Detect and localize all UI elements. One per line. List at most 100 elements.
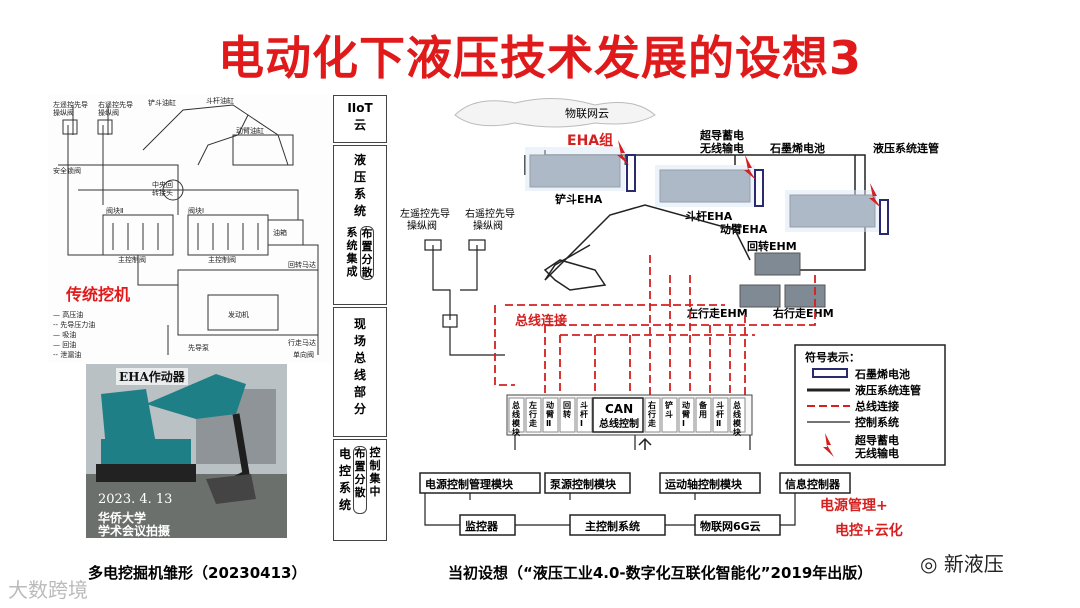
monitor-module: 监控器 [465, 519, 499, 533]
site-bus-box: 现 场 总 线 部 分 [333, 307, 387, 437]
legend-battery-swatch [812, 368, 848, 378]
can-channel-cell [559, 397, 576, 433]
up-arrow-icon [638, 437, 652, 450]
can-channel-char: 线 [512, 409, 520, 419]
info-controller: 信息控制器 [785, 477, 841, 491]
right-pilot-valve-label-1: 右遥控先导 [465, 207, 515, 220]
cab-outline [232, 134, 294, 166]
svg-text:-- 泄漏油: -- 泄漏油 [53, 350, 81, 359]
svg-text:— 吸油: — 吸油 [53, 330, 76, 339]
photo-date: 2023. 4. 13 [98, 492, 173, 507]
can-channel-char: 动 [682, 400, 690, 410]
can-channel-char: Ⅱ [546, 419, 551, 428]
caption-left: 多电挖掘机雏形（20230413） [88, 564, 307, 582]
iot-cloud-shape [454, 98, 656, 128]
can-channel-cell [695, 397, 712, 433]
svg-text:发动机: 发动机 [228, 310, 249, 319]
hydraulic-pipe-label: 液压系统连管 [873, 141, 939, 155]
traditional-excavator-label: 传统挖机 [65, 285, 130, 304]
svg-text:阀块Ⅱ: 阀块Ⅱ [106, 206, 123, 215]
site-bus-label: 现 场 总 线 部 分 [353, 317, 366, 416]
can-bus-label-top: CAN [605, 402, 633, 416]
can-bus-controller [592, 397, 644, 433]
legend-wireless-1: 超导蓄电 [854, 433, 899, 447]
caption-right: 当初设想（“液压工业4.0-数字化互联化智能化”2019年出版） [448, 564, 873, 582]
can-channel-char: 总 [733, 400, 741, 410]
can-channel-char: 杆 [716, 409, 724, 419]
concept-diagram-svg: 物联网云 [400, 98, 946, 539]
bus-connection-label: 总线连接 [515, 313, 567, 329]
can-channel-char: 总 [512, 400, 520, 410]
iiot-label: IIoT 云 [347, 101, 373, 132]
superconduct-label-bottom: 无线输电 [699, 141, 744, 155]
can-channel-char: 块 [733, 427, 742, 437]
photo-credit-line2: 学术会议拍摄 [98, 524, 171, 538]
excavator-boom-sketch [544, 204, 751, 281]
electrified-excavator-diagram: 物联网云 [395, 95, 965, 545]
graphene-battery-1 [626, 154, 636, 192]
brand-logo: ◎ 新液压 [920, 548, 1004, 577]
electric-cloud-note: 电控+云化 [835, 522, 903, 539]
can-channel-char: 走 [647, 418, 657, 428]
can-channel-cell [508, 397, 525, 433]
svg-text:操纵阀: 操纵阀 [98, 108, 119, 117]
system-layer-column: IIoT 云 液 压 系 统 系统集成 布置分散 现 场 总 线 部 分 电 控… [333, 95, 387, 543]
can-channel-char: 线 [733, 409, 741, 419]
wireless-power-icon-1 [617, 140, 629, 165]
graphene-battery-2 [754, 169, 764, 207]
engine-block [207, 294, 279, 331]
iot-cloud-label: 物联网云 [565, 106, 609, 120]
svg-text:操纵阀: 操纵阀 [53, 108, 74, 117]
can-channel-char: Ⅱ [716, 419, 721, 428]
hydraulic-system-label: 液 压 系 统 [353, 153, 366, 218]
graphene-battery-3 [879, 199, 889, 235]
pump-frame [177, 269, 319, 336]
svg-text:回转马达: 回转马达 [288, 260, 316, 269]
can-channel-cell [678, 397, 695, 433]
photo-credit-line1: 华侨大学 [98, 511, 147, 525]
boom-eha-label: 动臂EHA [720, 222, 768, 236]
electric-control-label: 电 控 系 统 [338, 447, 351, 512]
electric-control-box: 电 控 系 统 布置分散 控制集中 [333, 439, 387, 541]
svg-text:— 高压油: — 高压油 [53, 310, 83, 319]
can-channel-char: 用 [698, 410, 707, 419]
oil-tank [267, 219, 304, 246]
wechat-icon: ◎ [920, 552, 938, 576]
can-channel-char: Ⅰ [682, 419, 685, 428]
svg-text:先导泵: 先导泵 [188, 343, 209, 352]
can-channel-char: 斗 [665, 410, 673, 419]
svg-text:-- 先导压力油: -- 先导压力油 [53, 320, 95, 329]
can-bus-label-bottom: 总线控制 [599, 417, 639, 430]
can-channel-cell [712, 397, 729, 433]
can-channel-cell [576, 397, 593, 433]
can-channel-char: 斗 [716, 401, 724, 410]
svg-text:单向阀: 单向阀 [293, 350, 314, 359]
slide-title: 电动化下液压技术发展的设想3 [217, 31, 862, 85]
eha-actuator-tag: EHA作动器 [116, 368, 188, 385]
distributed-layout-label-2: 布置分散 [353, 446, 367, 514]
wireless-power-icon-2 [744, 155, 756, 180]
can-channel-char: 杆 [580, 409, 588, 419]
watermark: 大数跨境 [8, 578, 88, 602]
motion-axis-module: 运动轴控制模块 [665, 477, 743, 491]
can-channel-char: 臂 [682, 409, 690, 419]
svg-text:左遥控先导: 左遥控先导 [53, 100, 88, 109]
svg-text:铲斗油缸: 铲斗油缸 [148, 98, 176, 107]
can-channel-char: 臂 [546, 409, 554, 419]
can-channel-char: 右 [647, 400, 656, 410]
centralized-control-label: 控制集中 [369, 446, 381, 498]
bucket-sketch [543, 259, 607, 291]
schematic-drawing: 左遥控先导 操纵阀 右遥控先导 操纵阀 铲斗油缸 斗杆油缸 动臂油缸 安全锁阀 … [53, 96, 319, 359]
legend-graphene: 石墨烯电池 [854, 367, 910, 381]
bucket-eha-label: 铲斗EHA [555, 192, 603, 206]
can-channel-char: 回 [563, 401, 571, 410]
legend-control: 控制系统 [855, 415, 899, 429]
svg-text:主控制阀: 主控制阀 [208, 255, 236, 264]
traditional-excavator-schematic: 左遥控先导 操纵阀 右遥控先导 操纵阀 铲斗油缸 斗杆油缸 动臂油缸 安全锁阀 … [48, 95, 332, 363]
can-channel-char: 斗 [580, 401, 588, 410]
can-channel-char: 铲 [665, 400, 673, 410]
svg-text:右遥控先导: 右遥控先导 [98, 100, 133, 109]
svg-text:动臂油缸: 动臂油缸 [236, 126, 264, 135]
can-channel-char: Ⅰ [580, 419, 583, 428]
legend-title: 符号表示： [805, 350, 860, 364]
